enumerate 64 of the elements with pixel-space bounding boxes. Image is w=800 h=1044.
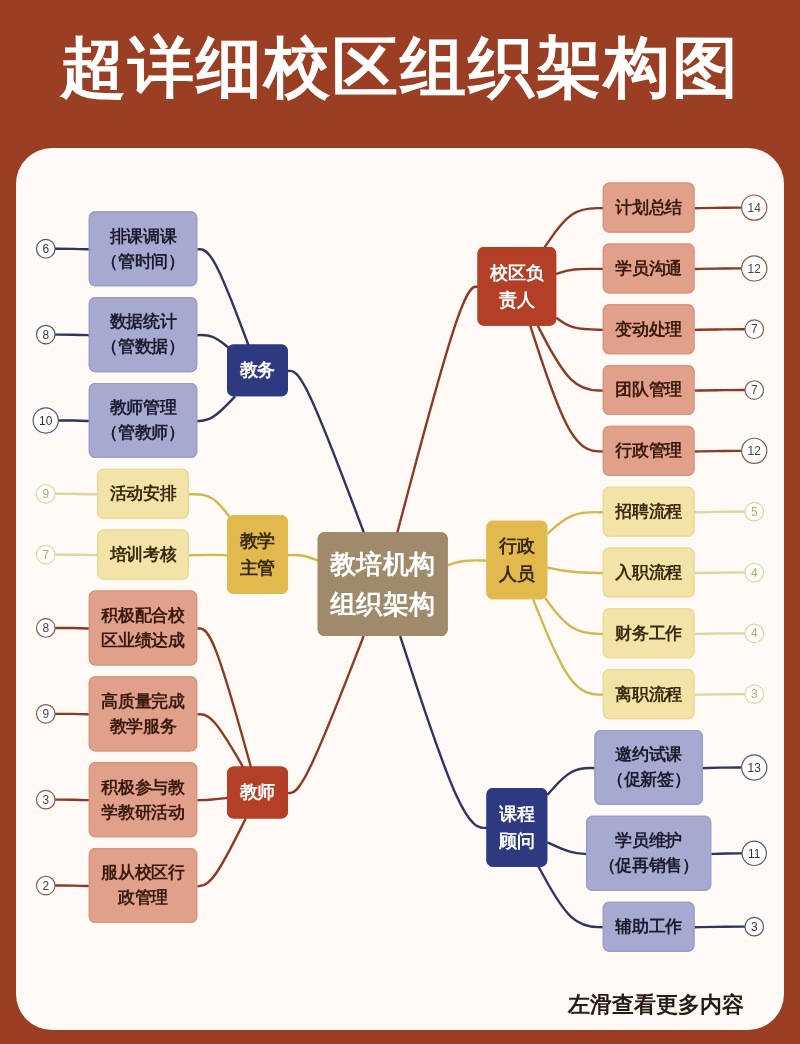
- node-circle: 7: [744, 380, 765, 400]
- connector: [555, 316, 604, 331]
- connector: [532, 598, 604, 696]
- connector: [188, 492, 232, 519]
- connector: [197, 395, 237, 423]
- connector: [55, 333, 90, 337]
- connector: [694, 449, 742, 453]
- connector: [694, 692, 745, 696]
- node-circle: 3: [744, 916, 765, 937]
- connector: [537, 866, 604, 929]
- connector: [55, 884, 90, 888]
- connector: [694, 510, 745, 514]
- connector: [711, 852, 743, 855]
- connector: [694, 267, 742, 271]
- connector: [399, 635, 488, 830]
- connector: [694, 388, 745, 392]
- connector: [694, 327, 745, 331]
- connector: [197, 712, 245, 769]
- node-circle: 9: [35, 703, 56, 724]
- connector: [55, 798, 90, 802]
- connector: [197, 247, 250, 346]
- connector: [55, 247, 90, 251]
- connector: [694, 571, 745, 575]
- connector: [536, 324, 604, 392]
- node-circle: 14: [741, 194, 768, 221]
- connector: [702, 766, 742, 770]
- title: 超详细校区组织架构图: [58, 29, 741, 106]
- node-circle: 3: [35, 789, 56, 810]
- node-circle: 4: [744, 623, 765, 644]
- connector: [58, 419, 90, 423]
- node-circle: 9: [35, 483, 56, 504]
- node-circle: 5: [744, 501, 765, 522]
- connector: [287, 369, 366, 534]
- node-circle: 10: [32, 407, 59, 434]
- node-circle: 12: [741, 437, 768, 464]
- connector: [395, 285, 479, 534]
- connector: [197, 817, 247, 888]
- connector: [447, 559, 488, 567]
- connector: [543, 206, 604, 249]
- node-circle: 12: [741, 255, 768, 282]
- connector: [694, 632, 745, 635]
- connector: [546, 510, 604, 535]
- connector: [197, 627, 253, 768]
- node-circle: 11: [741, 840, 767, 866]
- node-circle: 7: [35, 544, 56, 565]
- connector: [197, 333, 231, 350]
- connector: [55, 626, 90, 630]
- node-circle: 3: [744, 684, 765, 704]
- connector: [529, 325, 604, 453]
- node-circle: 8: [35, 617, 56, 638]
- connector: [544, 597, 604, 635]
- node-circle: 4: [744, 562, 765, 583]
- connector: [694, 925, 745, 929]
- node-circle: 6: [35, 238, 56, 259]
- node-circle: 7: [744, 319, 765, 339]
- connector: [555, 267, 604, 276]
- node-circle: 13: [741, 754, 768, 781]
- node-circle: 8: [35, 324, 56, 345]
- connector: [694, 206, 742, 210]
- connector: [55, 712, 90, 716]
- node-circle: 2: [35, 875, 56, 896]
- connector: [287, 635, 365, 795]
- footer-note: 左滑查看更多内容: [568, 991, 744, 1019]
- connector: [547, 566, 604, 575]
